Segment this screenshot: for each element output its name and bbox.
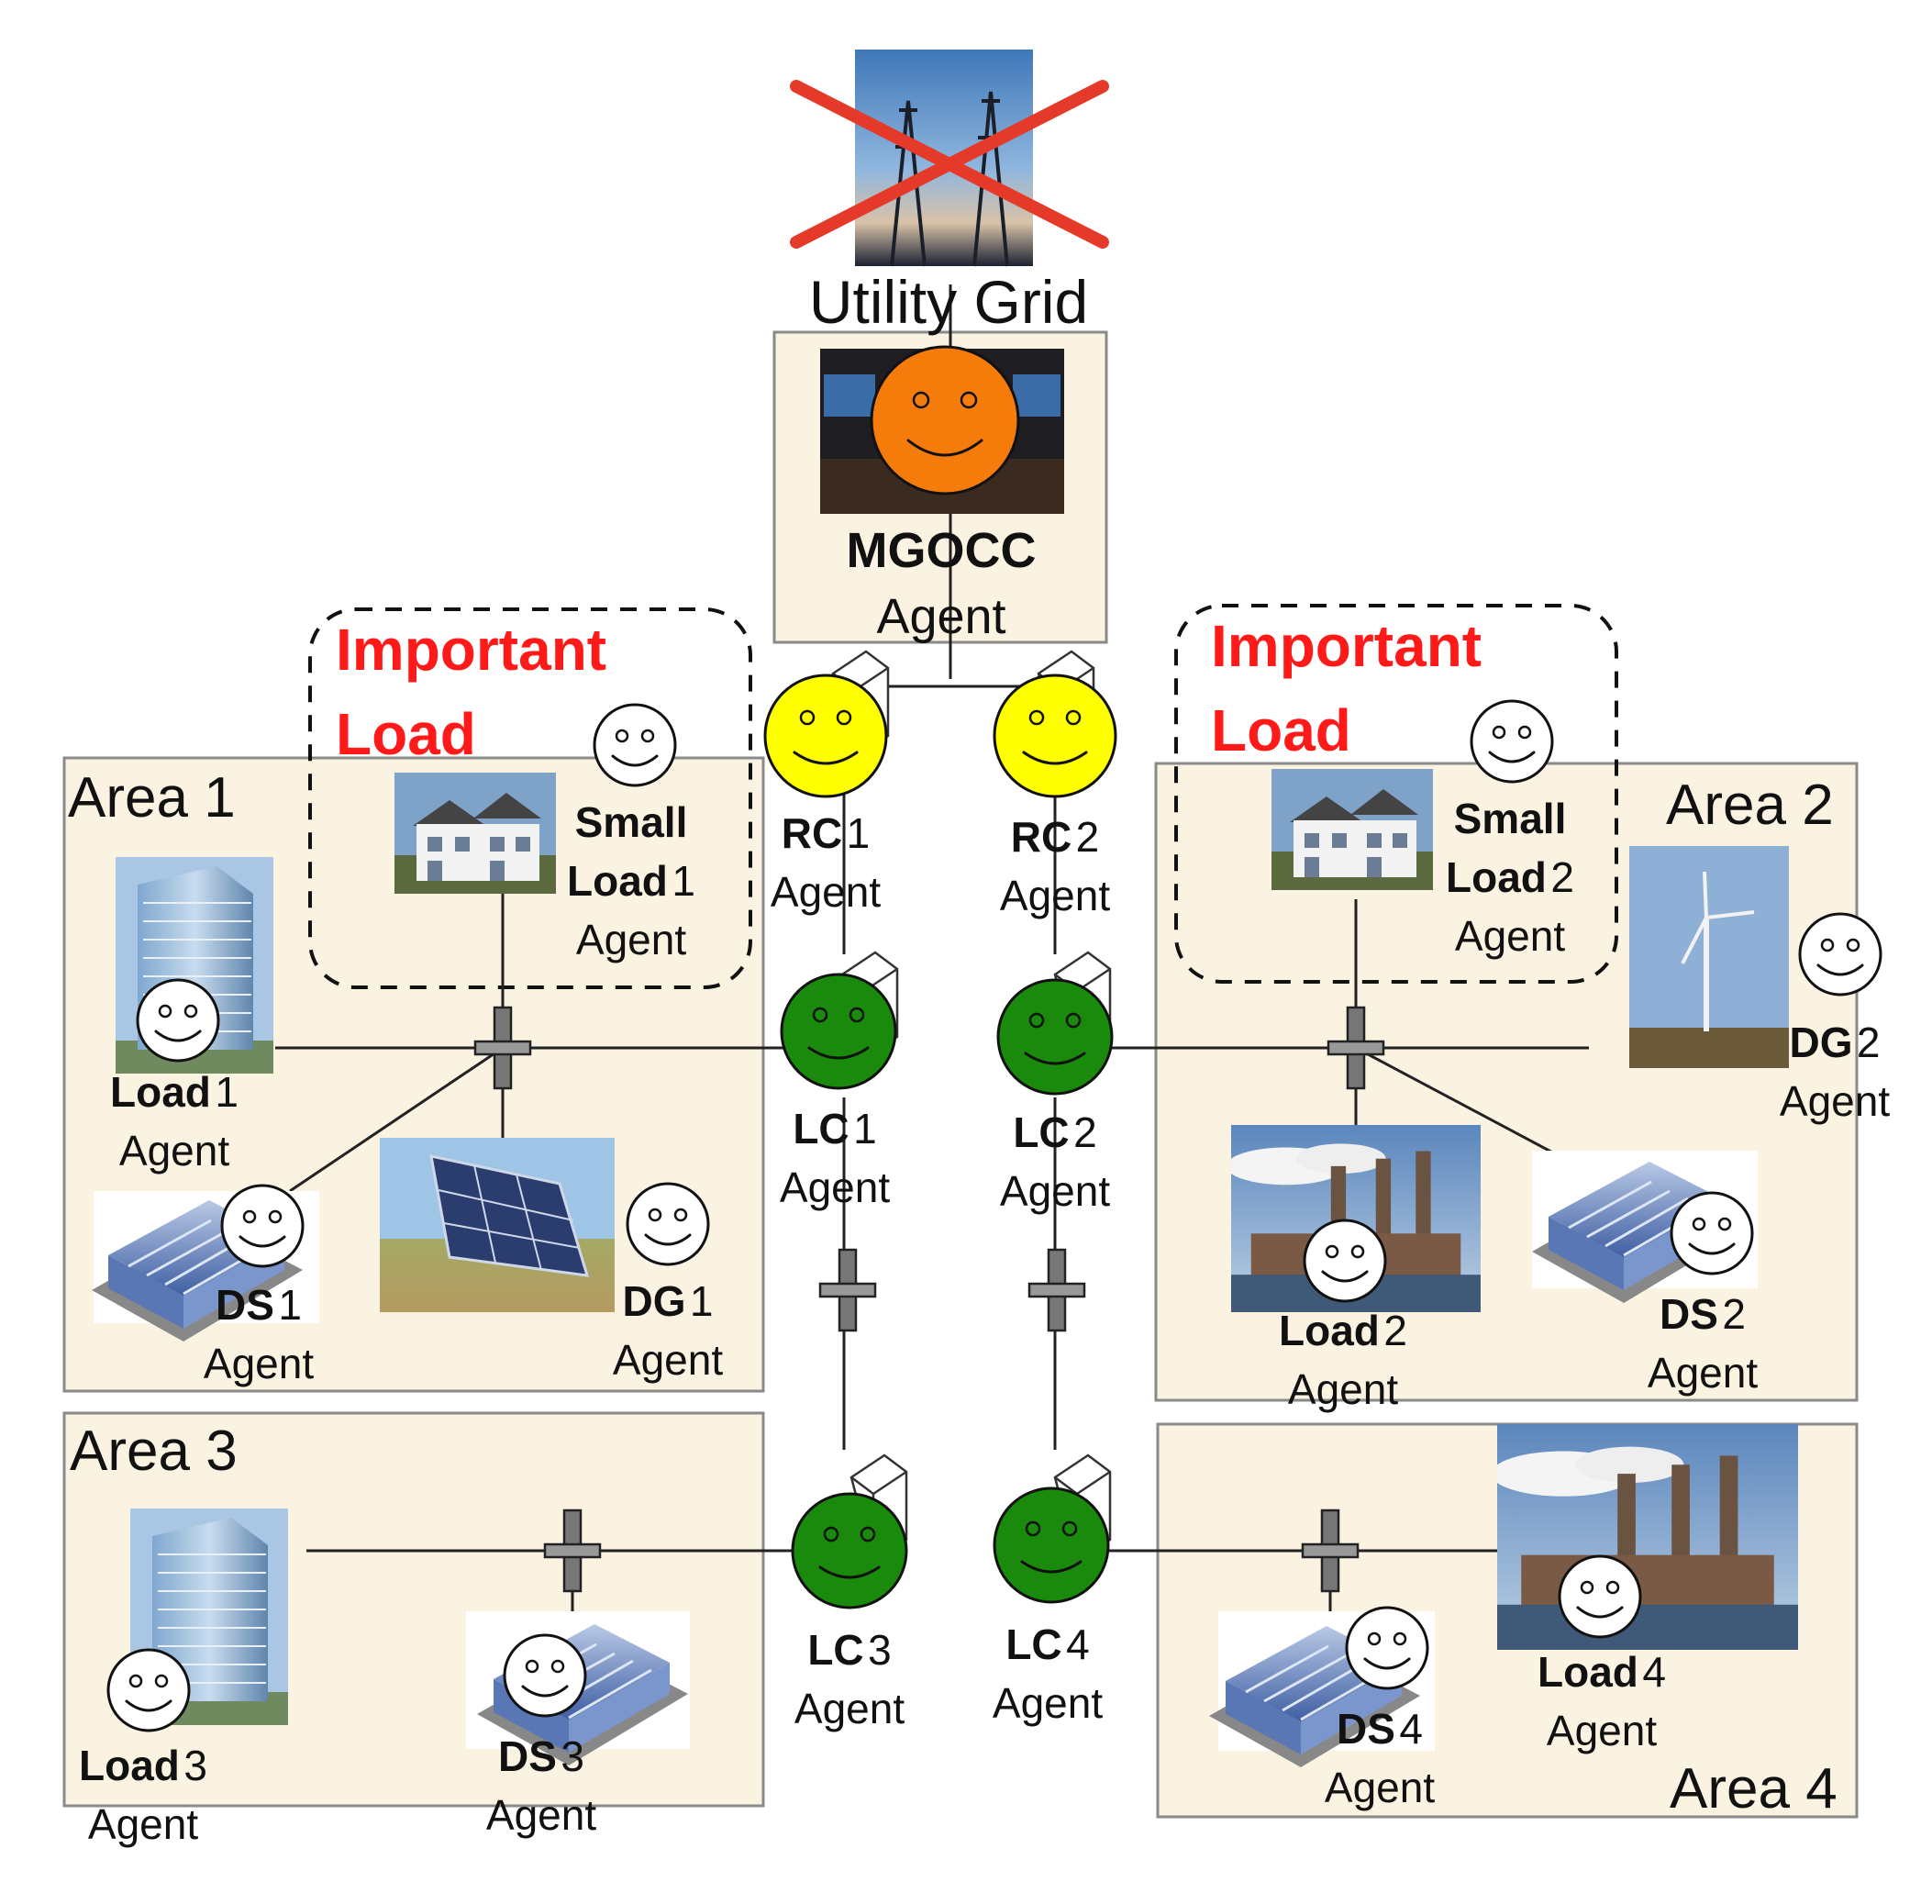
- rc2-agent-icon[interactable]: [993, 674, 1117, 798]
- lc3-agent-icon[interactable]: [791, 1492, 908, 1609]
- load-4-agent-icon[interactable]: [1558, 1554, 1642, 1639]
- ds-2-agent-icon[interactable]: [1670, 1191, 1754, 1275]
- ds-2-label: DS 2: [1660, 1290, 1746, 1338]
- ds-3-role: Agent: [486, 1791, 596, 1839]
- ds-4-role: Agent: [1325, 1764, 1435, 1811]
- utility-grid-label: Utility Grid: [809, 268, 1088, 336]
- small-load-1-role: Agent: [576, 916, 686, 963]
- ds-3-agent-icon[interactable]: [503, 1633, 587, 1718]
- lc1-role: Agent: [780, 1164, 890, 1211]
- load-2-agent-icon[interactable]: [1303, 1219, 1387, 1303]
- important-load-box-left: [308, 607, 752, 989]
- load-3-agent-icon[interactable]: [106, 1648, 191, 1732]
- dg-1-label: DG 1: [622, 1277, 713, 1325]
- dg-1-role: Agent: [613, 1336, 723, 1384]
- dg-2-agent-icon[interactable]: [1798, 912, 1882, 997]
- lc3-role: Agent: [794, 1685, 905, 1732]
- mgocc-role: Agent: [876, 589, 1005, 644]
- breaker-lc2-lc4[interactable]: [1027, 1248, 1086, 1332]
- rc2-role: Agent: [1000, 872, 1110, 919]
- dg-1-agent-icon[interactable]: [626, 1182, 710, 1266]
- load-3-role: Agent: [88, 1800, 198, 1848]
- ds-1-label: DS 1: [216, 1281, 302, 1329]
- small-load-2-agent-icon[interactable]: [1470, 699, 1554, 784]
- important-load-right-line2: Load: [1211, 697, 1351, 763]
- load-3-label: Load 3: [79, 1742, 207, 1789]
- ds-2-role: Agent: [1648, 1349, 1758, 1397]
- load-1-role: Agent: [119, 1127, 229, 1175]
- lc1-agent-icon[interactable]: [780, 973, 897, 1090]
- load-2-role: Agent: [1288, 1365, 1398, 1413]
- grid-disconnected-cross-icon: [790, 80, 1109, 249]
- area-2-label: Area 2: [1666, 774, 1834, 837]
- load-1-label: Load 1: [110, 1068, 239, 1116]
- dg-2-wind-turbine-photo: [1629, 846, 1789, 1068]
- load-4-label: Load 4: [1538, 1648, 1666, 1696]
- load-4-role: Agent: [1547, 1707, 1657, 1754]
- rc1-role: Agent: [771, 868, 881, 916]
- mgocc-name: MGOCC: [847, 523, 1037, 578]
- load-2-label: Load 2: [1279, 1307, 1407, 1354]
- lc1-label: LC 1: [793, 1105, 876, 1152]
- area-4-label: Area 4: [1670, 1757, 1838, 1820]
- mgocc-agent-icon[interactable]: [870, 345, 1020, 495]
- rc2-label: RC 2: [1011, 813, 1100, 861]
- small-load-2-house-photo: [1271, 769, 1433, 890]
- important-load-box-right: [1174, 604, 1618, 984]
- ds-4-agent-icon[interactable]: [1345, 1606, 1429, 1690]
- ds-3-label: DS 3: [498, 1732, 584, 1780]
- important-load-left-line1: Important: [336, 617, 606, 683]
- small-load-1-label: Load 1: [567, 857, 695, 905]
- ds-4-label: DS 4: [1337, 1705, 1423, 1753]
- lc2-role: Agent: [1000, 1167, 1110, 1215]
- dg-2-label: DG 2: [1789, 1019, 1880, 1066]
- breaker-lc1-lc3[interactable]: [818, 1248, 877, 1332]
- rc1-label: RC 1: [782, 809, 871, 857]
- area-1-label: Area 1: [68, 766, 236, 830]
- ds-1-role: Agent: [204, 1340, 314, 1387]
- important-load-right-line1: Important: [1211, 613, 1482, 679]
- small-load-2-label: Load 2: [1446, 853, 1574, 901]
- area-3-label: Area 3: [70, 1420, 238, 1483]
- small-load-2-role: Agent: [1455, 912, 1565, 960]
- lc4-role: Agent: [993, 1679, 1103, 1727]
- small-load-1-house-photo: [394, 773, 556, 894]
- dg-2-role: Agent: [1780, 1077, 1890, 1125]
- lc2-label: LC 2: [1013, 1108, 1096, 1156]
- small-load-1-line1: Small: [575, 798, 688, 846]
- load-1-agent-icon[interactable]: [136, 978, 220, 1063]
- rc1-agent-icon[interactable]: [763, 674, 888, 798]
- lc2-agent-icon[interactable]: [996, 978, 1114, 1096]
- important-load-left-line2: Load: [336, 701, 476, 767]
- small-load-1-agent-icon[interactable]: [593, 703, 677, 787]
- dg-1-solar-panel-photo: [380, 1138, 615, 1312]
- lc4-label: LC 4: [1005, 1620, 1089, 1668]
- load-4-factory-photo: [1497, 1424, 1798, 1650]
- lc3-label: LC 3: [807, 1626, 891, 1674]
- ds-1-agent-icon[interactable]: [220, 1184, 305, 1268]
- small-load-2-line1: Small: [1454, 795, 1567, 842]
- lc4-agent-icon[interactable]: [993, 1486, 1110, 1604]
